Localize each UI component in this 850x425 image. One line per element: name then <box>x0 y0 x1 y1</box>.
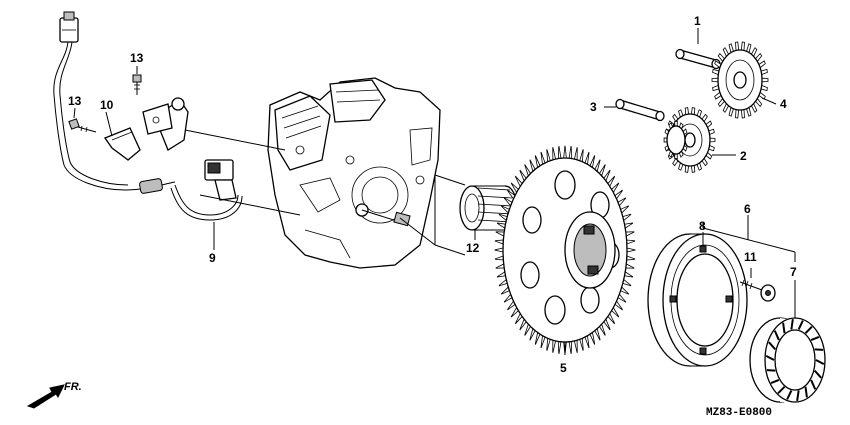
gear-tooth <box>579 149 584 163</box>
gear-tooth <box>568 146 573 160</box>
gear-tooth <box>573 339 578 353</box>
engine-block <box>267 77 441 269</box>
gear-tooth <box>557 340 562 354</box>
gear-tooth <box>761 77 769 83</box>
one-way-clutch-part-7 <box>749 280 826 403</box>
callout-13-lower: 13 <box>68 94 82 108</box>
idle-gear-part-2 <box>663 107 736 173</box>
gear-teeth <box>494 145 636 355</box>
gear-tooth <box>626 247 636 253</box>
callout-5: 5 <box>560 361 567 375</box>
clutch-sprag <box>782 322 786 334</box>
gear-tooth <box>557 146 562 160</box>
idle-gear-part-4 <box>711 41 777 119</box>
starter-driven-gear-part-5 <box>494 145 636 355</box>
clutch-sprag <box>790 318 794 330</box>
front-arrow-icon: FR. <box>26 381 82 409</box>
clutch-sprag <box>773 330 780 341</box>
gear-tooth <box>626 239 636 245</box>
gear-tooth <box>625 263 635 269</box>
gear-tooth <box>494 239 504 245</box>
gear-tooth <box>625 231 635 237</box>
clutch-sprag <box>804 386 808 398</box>
callout-10: 10 <box>100 98 114 112</box>
gear-tooth <box>568 340 573 354</box>
gear-tooth <box>740 41 745 51</box>
front-direction-label: FR. <box>64 381 82 393</box>
gear-tooth <box>735 41 740 51</box>
callout-3: 3 <box>590 100 597 114</box>
bolt-part-13a <box>132 74 142 95</box>
clutch-sprag <box>765 355 775 361</box>
clutch-sprag <box>810 379 817 390</box>
gear-tooth <box>579 337 584 351</box>
gear-tooth <box>546 149 551 163</box>
gear-tooth <box>573 147 578 161</box>
gear-tooth <box>546 337 551 351</box>
shaft-part-1 <box>675 28 721 70</box>
gear-tooth <box>740 109 745 119</box>
diagram-code: MZ83-E0800 <box>706 407 772 419</box>
gear-tooth <box>735 109 740 119</box>
gear-tooth <box>552 147 557 161</box>
callout-2: 2 <box>740 149 747 163</box>
gear-tooth <box>495 231 505 237</box>
gear-tooth <box>709 137 716 143</box>
shaft-part-3 <box>604 98 665 122</box>
gear-tooth <box>495 263 505 269</box>
clutch-sprag <box>815 359 825 365</box>
bolt-part-13b <box>68 118 97 133</box>
gear-tooth <box>552 339 557 353</box>
bracket-part-10 <box>103 127 141 161</box>
leader-lines <box>184 129 466 256</box>
callout-4: 4 <box>780 97 787 111</box>
clutch-sprag <box>777 386 786 394</box>
callout-9: 9 <box>209 251 216 265</box>
callout-11: 11 <box>744 250 757 264</box>
gear-tooth <box>711 77 719 83</box>
bolt-part-11 <box>739 268 776 302</box>
clutch-sprag <box>796 390 800 402</box>
clutch-sprag <box>786 390 793 400</box>
callout-7: 7 <box>790 265 797 279</box>
callout-1: 1 <box>694 14 701 28</box>
callout-12: 12 <box>466 241 480 255</box>
gear-tooth <box>494 247 504 253</box>
gear-tooth <box>626 255 636 261</box>
clutch-sprag <box>813 369 822 379</box>
callout-13-upper: 13 <box>130 51 144 65</box>
group-bracket-6 <box>702 215 796 262</box>
clutch-sprag <box>804 326 813 334</box>
gear-tooth <box>494 255 504 261</box>
clutch-sprag <box>770 378 780 385</box>
mounting-plate <box>142 103 173 135</box>
clutch-sprag <box>797 320 804 330</box>
callout-6: 6 <box>744 202 751 216</box>
clutch-sprag <box>810 335 820 342</box>
callout-8: 8 <box>699 219 706 233</box>
gear-tooth <box>563 145 567 159</box>
clutch-sprag <box>768 341 777 351</box>
starter-clutch-outer-part-8 <box>647 232 748 368</box>
